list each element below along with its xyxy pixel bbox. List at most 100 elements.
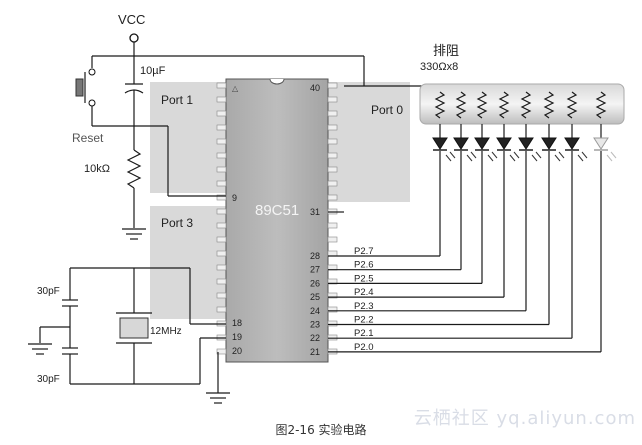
p2-net-label: P2.7 xyxy=(354,246,374,257)
figure-caption: 图2-16 实验电路 xyxy=(275,423,367,437)
resnet-resistor xyxy=(498,91,510,119)
watermark: 云栖社区 yq.aliyun.com xyxy=(413,408,636,429)
reset-button xyxy=(75,78,84,97)
chip-pin xyxy=(327,250,338,257)
reset-switch-contact-top xyxy=(88,68,96,76)
resnet-resistor xyxy=(455,91,467,119)
crystal-cap1-label: 30pF xyxy=(37,286,60,297)
crystal-freq-label: 12MHz xyxy=(150,326,182,337)
resnet-resistor xyxy=(476,91,488,119)
chip-pin xyxy=(216,208,227,215)
chip-pin xyxy=(216,264,227,271)
p2-pin-number: 28 xyxy=(310,251,320,261)
led-icon xyxy=(453,137,469,150)
chip-pin xyxy=(216,236,227,243)
chip-notch xyxy=(269,78,285,85)
chip-pin xyxy=(216,180,227,187)
chip-pin xyxy=(327,306,338,313)
resnet-resistor xyxy=(543,91,555,119)
chip-pin xyxy=(327,82,338,89)
chip-pin xyxy=(327,110,338,117)
p2-pin-number: 27 xyxy=(310,265,320,275)
chip-pin xyxy=(327,124,338,131)
chip-pin xyxy=(327,236,338,243)
chip-pin xyxy=(327,180,338,187)
vcc-label: VCC xyxy=(118,12,145,27)
chip-right-pins xyxy=(327,82,338,355)
chip-pin xyxy=(216,124,227,131)
p2-net-label: P2.1 xyxy=(354,328,374,339)
p2-net-label: P2.3 xyxy=(354,301,374,312)
chip-pin xyxy=(327,292,338,299)
chip-pin xyxy=(216,194,227,201)
port1-box xyxy=(150,82,226,193)
p2-net-label: P2.6 xyxy=(354,260,374,271)
reset-res-label: 10kΩ xyxy=(84,163,110,175)
chip-pin xyxy=(327,138,338,145)
led-icon xyxy=(593,137,609,150)
resistor-network xyxy=(419,83,625,125)
p2-net-label: P2.0 xyxy=(354,342,374,353)
pin31-label: 31 xyxy=(310,207,320,217)
p2-pin-number: 24 xyxy=(310,306,320,316)
chip-pin xyxy=(216,82,227,89)
led-icon xyxy=(474,137,490,150)
p2-net-label: P2.2 xyxy=(354,315,374,326)
reset-cap-label: 10µF xyxy=(140,65,166,77)
chip-pin xyxy=(216,278,227,285)
pin20-label: 20 xyxy=(232,346,242,356)
pin18-label: 18 xyxy=(232,318,242,328)
chip-pin xyxy=(327,320,338,327)
chip-name: 89C51 xyxy=(255,202,299,219)
led-icon xyxy=(541,137,557,150)
chip-pin xyxy=(216,138,227,145)
ground-icon xyxy=(28,343,52,355)
p2-pin-number: 21 xyxy=(310,347,320,357)
pin40-label: 40 xyxy=(310,83,320,93)
led-icon xyxy=(518,137,534,150)
led-icon xyxy=(432,137,448,150)
chip-pin xyxy=(216,152,227,159)
chip-pin xyxy=(327,194,338,201)
chip-body xyxy=(225,78,329,363)
chip-pin xyxy=(327,96,338,103)
resnet-resistor xyxy=(566,91,578,119)
resnet-title: 排阻 xyxy=(433,43,459,58)
port3-label: Port 3 xyxy=(161,216,193,230)
chip-pin1-marker: △ xyxy=(232,84,239,93)
chip-pin xyxy=(216,348,227,355)
resnet-value: 330Ωx8 xyxy=(420,61,458,73)
port0-box xyxy=(328,82,410,202)
led-columns xyxy=(432,91,617,162)
port0-label: Port 0 xyxy=(371,103,403,117)
chip-pin xyxy=(327,222,338,229)
chip-pin xyxy=(216,166,227,173)
chip-left-pins xyxy=(216,82,227,355)
vcc-terminal xyxy=(129,33,139,43)
p2-pin-number: 26 xyxy=(310,278,320,288)
led-icon xyxy=(564,137,580,150)
port1-label: Port 1 xyxy=(161,93,193,107)
resnet-resistor xyxy=(434,91,446,119)
chip-pin xyxy=(216,222,227,229)
pin9-label: 9 xyxy=(232,193,237,203)
p2-net-label: P2.4 xyxy=(354,287,374,298)
chip-pin xyxy=(327,166,338,173)
pin19-label: 19 xyxy=(232,332,242,342)
reset-switch-contact-bottom xyxy=(88,99,96,107)
led-icon xyxy=(496,137,512,150)
ground-icon xyxy=(122,228,146,240)
resnet-resistor xyxy=(520,91,532,119)
chip-pin xyxy=(216,110,227,117)
p2-pin-number: 25 xyxy=(310,292,320,302)
chip-pin xyxy=(327,152,338,159)
reset-label: Reset xyxy=(72,131,104,145)
ground-icon xyxy=(206,392,230,404)
chip-pin xyxy=(216,292,227,299)
chip-pin xyxy=(216,250,227,257)
chip-pin xyxy=(327,334,338,341)
p2-net-label: P2.5 xyxy=(354,273,374,284)
p2-pin-number: 23 xyxy=(310,320,320,330)
